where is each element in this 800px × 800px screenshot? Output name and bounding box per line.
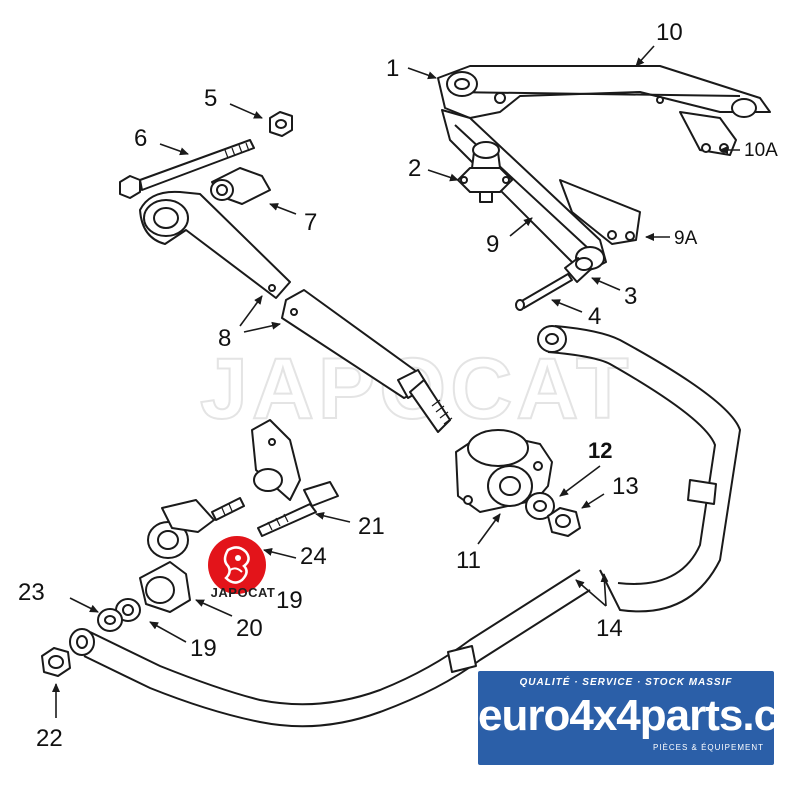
callout-2: 2 [408,155,421,182]
callout-22: 22 [36,725,63,752]
callout-5: 5 [204,85,217,112]
nut-22 [41,647,71,677]
nut-13 [547,507,581,537]
arrow-6 [159,143,189,156]
callout-6: 6 [134,125,147,152]
arrow-3 [591,277,621,291]
callout-10: 10 [656,19,683,46]
arrow-11 [477,513,501,545]
arrow-8b [243,321,281,333]
callout-19-lower: 19 [190,635,217,662]
brand-subline: PIÈCES & ÉQUIPEMENT [652,743,764,752]
callout-4: 4 [588,303,601,330]
bracket-10a [679,111,737,156]
bracket-9a [559,179,641,245]
creature-icon [223,546,250,584]
callout-14: 14 [596,615,623,642]
arrow-24 [263,548,297,559]
callout-19-upper: 19 [276,587,303,614]
callout-9a: 9A [674,228,698,249]
arrow-1 [407,67,437,80]
link-rod-lower [139,561,191,613]
arrow-4 [551,299,583,313]
arrow-9 [509,217,533,237]
arrow-12 [559,465,601,497]
link-rod-upper [147,497,245,559]
japocat-logo-badge [208,536,266,594]
callout-1: 1 [386,55,399,82]
bushing-7 [210,167,271,205]
bolt-6 [119,139,255,199]
arrow-2 [427,169,459,182]
washer-23 [97,608,123,632]
link-bracket [251,419,301,501]
arrow-19-lower [149,621,187,643]
nut-5 [269,111,293,137]
arrow-23 [69,597,99,613]
brand-name: euro4x4parts.com [478,691,774,740]
callout-13: 13 [612,473,639,500]
stabilizer-bar-14 [69,325,742,728]
callout-8: 8 [218,325,231,352]
arrow-7 [269,203,297,215]
mount-bracket-11 [455,429,553,513]
callout-9: 9 [486,231,499,258]
arrow-21 [315,511,351,523]
japocat-logo-text: JAPOCAT [210,585,276,600]
callout-3: 3 [624,283,637,310]
euro4x4parts-brand-logo: QUALITÉ · SERVICE · STOCK MASSIF euro4x4… [478,671,774,765]
strut-rod-8 [139,190,453,433]
ball-joint [457,141,513,203]
callout-20: 20 [236,615,263,642]
callout-12: 12 [588,438,612,463]
arrow-10 [635,45,655,67]
callout-24: 24 [300,543,327,570]
callout-7: 7 [304,209,317,236]
bolt-21 [257,481,339,537]
arrow-14b [600,573,609,607]
brand-tagline: QUALITÉ · SERVICE · STOCK MASSIF [519,677,733,688]
callout-10a: 10A [744,140,778,161]
callout-21: 21 [358,513,385,540]
arrow-13 [581,493,605,509]
callout-23: 23 [18,579,45,606]
bushing-bolt-3-4 [515,257,593,311]
bushing-12 [525,492,555,520]
arrow-8a [239,295,263,327]
arrow-20 [195,599,233,617]
arrow-14a [575,579,607,607]
arrow-5 [229,103,263,119]
callout-11: 11 [456,547,481,574]
